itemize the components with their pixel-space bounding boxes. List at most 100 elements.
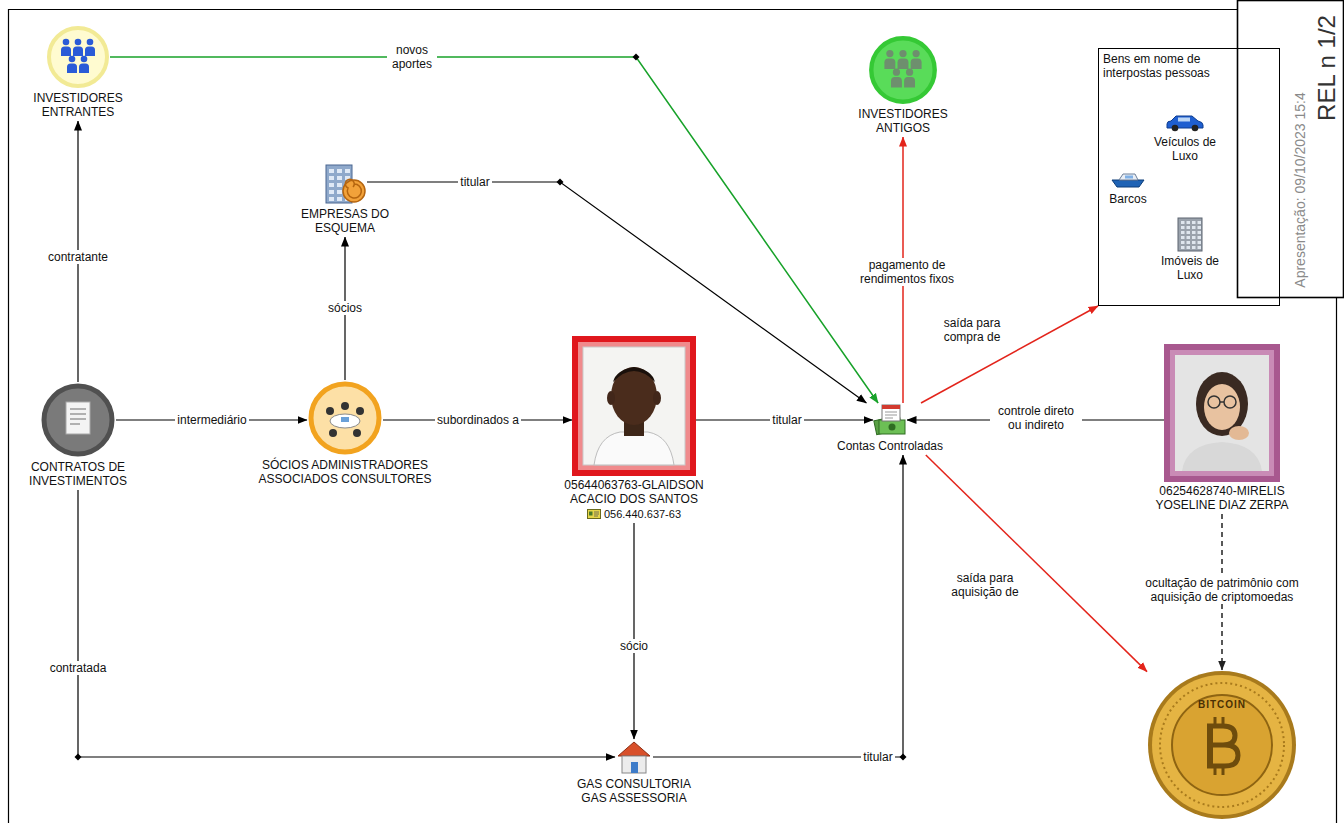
node-icon-part xyxy=(1220,401,1224,403)
node-icon-part xyxy=(329,190,334,194)
node-icon-part xyxy=(1112,180,1144,187)
edge-label-holder: titular xyxy=(848,750,908,764)
node-icon-part xyxy=(44,386,112,454)
watermark-text: Apresentação: 09/10/2023 15:4 xyxy=(1291,92,1307,287)
edge-label: sócio xyxy=(618,639,650,653)
node-icon-part xyxy=(356,407,364,415)
node-icon-part xyxy=(1198,246,1202,249)
node-icon-part xyxy=(891,77,902,87)
edge-label-holder: subordinados a xyxy=(428,413,528,427)
node-icon-part xyxy=(1172,125,1179,132)
bitcoin-coin-part xyxy=(1147,670,1297,820)
node-icon-part xyxy=(1187,246,1191,249)
node-icon-part xyxy=(307,380,383,456)
node-icon-part xyxy=(882,405,900,409)
bitcoin-coin-part xyxy=(1215,717,1223,775)
edge-label: novos aportes xyxy=(387,43,437,71)
node-icon-part xyxy=(1164,344,1280,482)
edge-label-holder: saída para compra de xyxy=(937,316,1007,344)
bitcoin-coin-part xyxy=(1148,671,1296,819)
node-icon-part xyxy=(572,336,696,476)
company-node: GAS CONSULTORIA GAS ASSESSORIA xyxy=(569,739,699,807)
node-label: GAS CONSULTORIA GAS ASSESSORIA xyxy=(569,777,699,805)
asset-box: Bens em nome de interpostas pessoasVeícu… xyxy=(1098,48,1280,306)
node-icon-part xyxy=(1198,221,1202,224)
node-label: Contas Controladas xyxy=(828,439,953,453)
bend-diamond xyxy=(75,754,82,761)
node-icon-part xyxy=(341,417,349,422)
node-icon-part xyxy=(885,412,897,418)
node-icon-part xyxy=(911,59,922,69)
edge-label-holder: sócios xyxy=(315,301,375,315)
node-icon-part xyxy=(87,39,94,46)
node-label: SÓCIOS ADMINISTRADORES ASSOCIADOS CONSUL… xyxy=(255,458,435,486)
node-icon-part xyxy=(329,197,334,201)
node-icon-part xyxy=(329,429,337,437)
node-icon-part xyxy=(904,77,915,87)
node-icon-part xyxy=(631,762,638,773)
node-icon-part xyxy=(893,69,900,76)
node-icon-part xyxy=(618,742,650,756)
node-icon-part xyxy=(1181,231,1185,234)
node-icon-part xyxy=(70,409,86,424)
node-icon-part xyxy=(613,367,655,382)
edge-label-holder: contratada xyxy=(38,661,118,675)
node-icon-part xyxy=(329,183,334,187)
id-card-icon-part xyxy=(589,512,593,516)
node-icon-part xyxy=(882,405,900,421)
edge-label: sócios xyxy=(326,301,364,315)
node-icon-part xyxy=(575,339,693,473)
edge-label: contratante xyxy=(46,250,110,264)
node-icon-part xyxy=(329,176,334,180)
bend-diamond xyxy=(557,179,564,186)
edge-label: intermediário xyxy=(175,413,248,427)
node-icon-part xyxy=(1187,221,1191,224)
asset-item: Veículos de Luxo xyxy=(1148,113,1223,165)
node-icon-part xyxy=(653,391,661,405)
node-icon-part xyxy=(81,56,88,63)
node-icon-part xyxy=(341,402,349,410)
node-icon-part xyxy=(337,197,342,201)
node-label: BITCOIN xyxy=(1147,699,1297,711)
node-label: Imóveis de Luxo xyxy=(1153,254,1228,282)
node-icon-part xyxy=(1181,236,1185,239)
node-label: INVESTIDORES ENTRANTES xyxy=(28,91,128,119)
node-icon-part xyxy=(1192,221,1196,224)
node-icon-part xyxy=(1198,226,1202,229)
node-icon-part xyxy=(85,47,95,57)
edge-label-holder: controle direto ou indireto xyxy=(990,404,1082,432)
node-icon xyxy=(46,25,110,89)
node-icon-part xyxy=(899,50,906,57)
node-icon-part xyxy=(1182,442,1262,471)
node-icon-part xyxy=(345,169,350,173)
node-icon-part xyxy=(330,414,360,428)
node-icon-part xyxy=(1192,226,1196,229)
node-icon xyxy=(572,336,696,476)
node-label: Bens em nome de interpostas pessoas xyxy=(1103,52,1228,80)
node-icon-part xyxy=(1178,218,1202,251)
connector xyxy=(921,306,1098,403)
node-icon-part xyxy=(46,25,110,89)
node-icon-part xyxy=(75,39,82,46)
node-icon-part xyxy=(889,424,896,431)
node-icon-part xyxy=(913,50,920,57)
node-icon-part xyxy=(67,64,77,74)
bitcoin-coin-part xyxy=(1207,726,1238,766)
node-icon-part xyxy=(1229,426,1249,440)
edge-label: saída para compra de xyxy=(937,316,1007,344)
company-node: EMPRESAS DO ESQUEMA xyxy=(295,159,395,237)
node-label: Veículos de Luxo xyxy=(1148,135,1223,163)
node-icon-part xyxy=(1192,236,1196,239)
id-card-icon-part xyxy=(594,512,599,516)
node-icon-part xyxy=(311,384,379,452)
id-card-icon xyxy=(587,509,601,519)
node-icon-part xyxy=(611,367,657,425)
edge-label-holder: novos aportes xyxy=(387,43,437,71)
node-icon-part xyxy=(323,159,367,205)
node-icon xyxy=(615,739,653,775)
node-icon-part xyxy=(1192,231,1196,234)
node-icon-part xyxy=(1181,221,1185,224)
node-icon-part xyxy=(607,391,615,405)
